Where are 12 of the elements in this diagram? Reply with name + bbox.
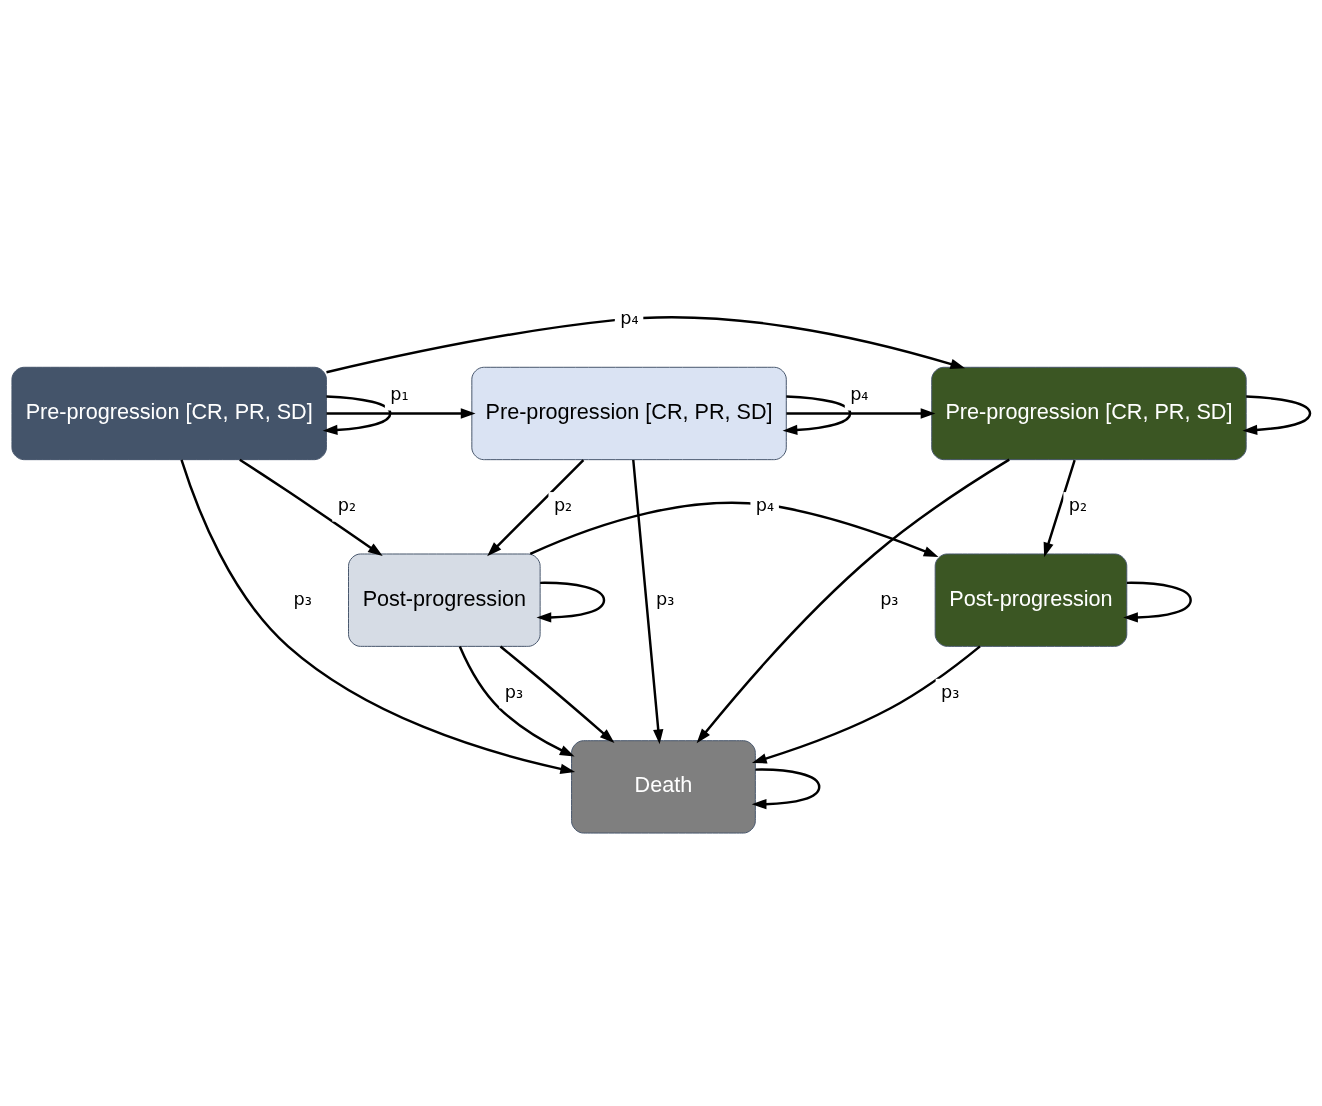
edge-label: p₃ (941, 681, 960, 702)
edge-label: p₂ (553, 494, 573, 515)
edge-label: p₂ (1068, 494, 1088, 515)
edge-label: p₃ (293, 588, 312, 608)
edge-label: p₃ (656, 588, 675, 608)
edge-label: p₄ (755, 494, 775, 515)
edge-label: p₃ (504, 681, 524, 702)
edge-label: p₄ (850, 383, 869, 404)
edge-label: p₄ (620, 307, 639, 328)
edge-label: p₂ (337, 494, 357, 515)
edge-label: p₃ (880, 588, 899, 608)
edge-label: p₁ (390, 383, 409, 404)
